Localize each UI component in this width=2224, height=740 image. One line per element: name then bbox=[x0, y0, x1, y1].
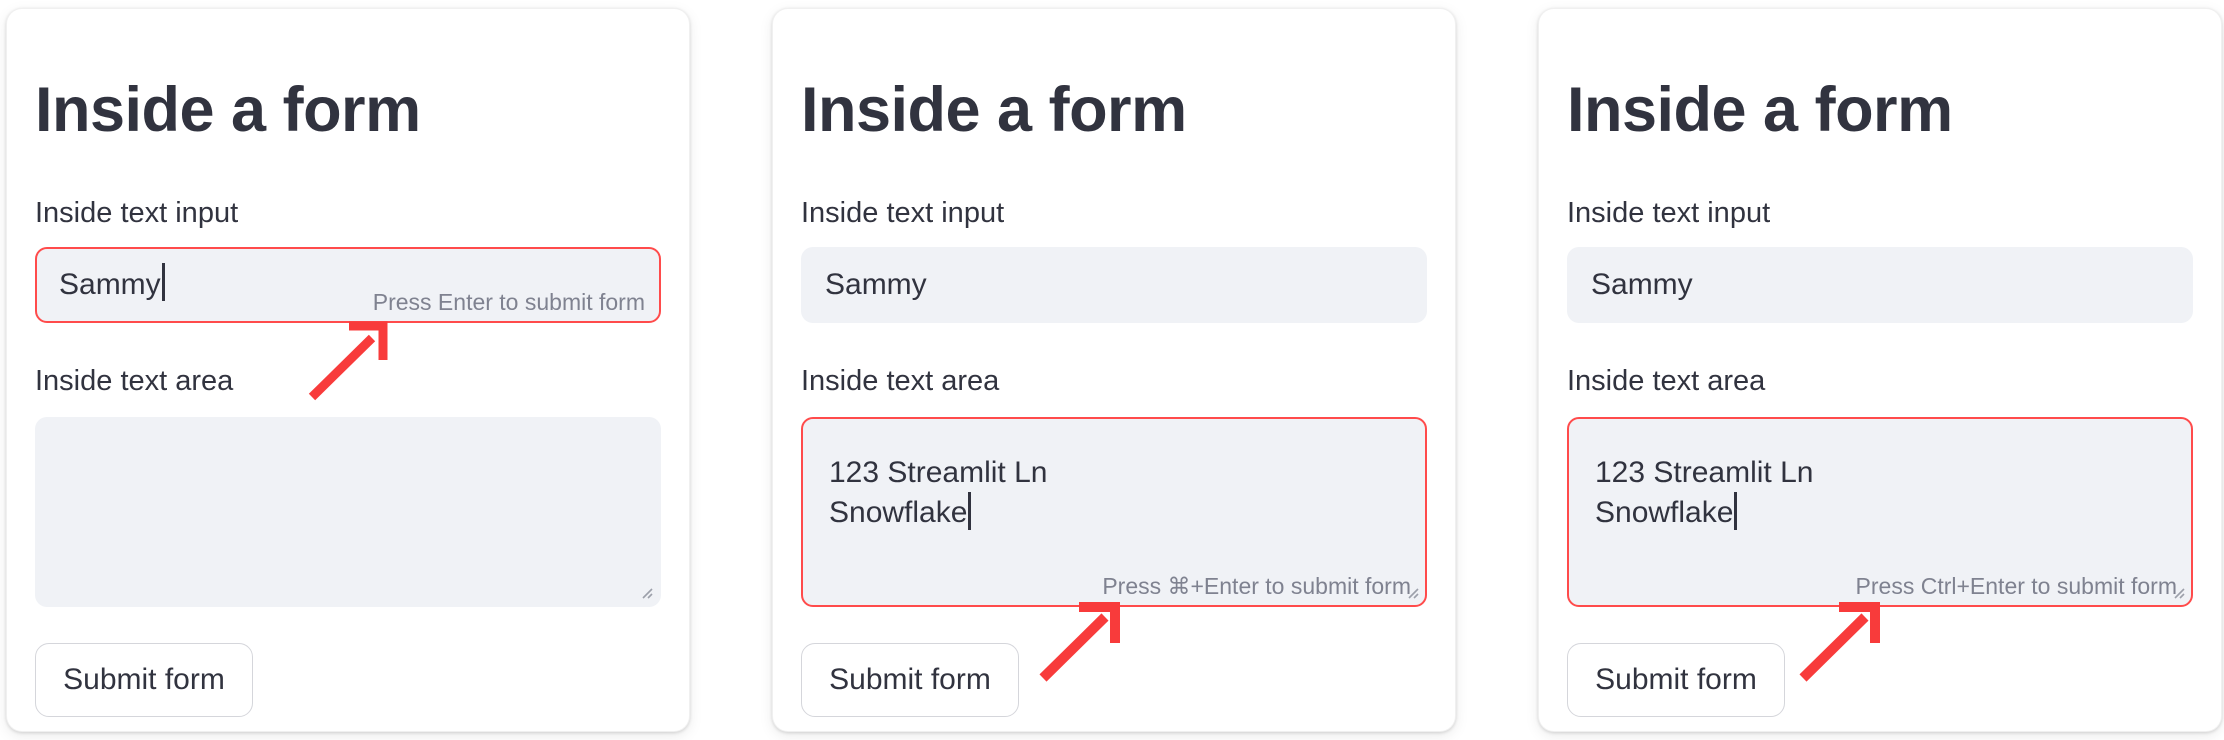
text-area-line: 123 Streamlit Ln bbox=[1595, 456, 1814, 489]
text-input-label: Inside text input bbox=[1567, 197, 1771, 229]
text-area-label: Inside text area bbox=[35, 365, 234, 397]
text-input-value: Sammy bbox=[1591, 268, 1693, 301]
text-area-line: Snowflake bbox=[1595, 492, 2165, 533]
form-card-2: Inside a form Inside text input Sammy In… bbox=[772, 8, 1456, 732]
text-area-label: Inside text area bbox=[801, 365, 1000, 397]
submit-form-button[interactable]: Submit form bbox=[801, 643, 1019, 717]
text-input[interactable]: Sammy bbox=[1567, 247, 2193, 323]
text-cursor bbox=[161, 263, 165, 301]
resize-handle-icon[interactable] bbox=[2168, 582, 2186, 600]
submit-hint: Press Enter to submit form bbox=[372, 289, 645, 315]
page-title: Inside a form bbox=[1567, 75, 1953, 145]
text-cursor bbox=[968, 492, 972, 531]
text-area-label: Inside text area bbox=[1567, 365, 1766, 397]
submit-form-button[interactable]: Submit form bbox=[1567, 643, 1785, 717]
text-input-label: Inside text input bbox=[35, 197, 239, 229]
text-input-value: Sammy bbox=[59, 268, 161, 301]
text-area[interactable]: 123 Streamlit Ln Snowflake Press Ctrl+En… bbox=[1567, 417, 2193, 607]
text-input-value: Sammy bbox=[825, 268, 927, 301]
submit-hint: Press Ctrl+Enter to submit form bbox=[1855, 573, 2177, 599]
page-title: Inside a form bbox=[801, 75, 1187, 145]
form-card-3: Inside a form Inside text input Sammy In… bbox=[1538, 8, 2222, 732]
text-input-label: Inside text input bbox=[801, 197, 1005, 229]
text-area[interactable] bbox=[35, 417, 661, 607]
text-area[interactable]: 123 Streamlit Ln Snowflake Press ⌘+Enter… bbox=[801, 417, 1427, 607]
submit-form-button[interactable]: Submit form bbox=[35, 643, 253, 717]
text-cursor bbox=[1734, 492, 1738, 531]
form-card-1: Inside a form Inside text input Sammy Pr… bbox=[6, 8, 690, 732]
text-area-line: Snowflake bbox=[829, 492, 1399, 533]
resize-handle-icon[interactable] bbox=[636, 582, 654, 600]
page-title: Inside a form bbox=[35, 75, 421, 145]
text-input[interactable]: Sammy Press Enter to submit form bbox=[35, 247, 661, 323]
resize-handle-icon[interactable] bbox=[1402, 582, 1420, 600]
text-area-line: 123 Streamlit Ln bbox=[829, 456, 1048, 489]
submit-hint: Press ⌘+Enter to submit form bbox=[1102, 573, 1411, 599]
text-input[interactable]: Sammy bbox=[801, 247, 1427, 323]
